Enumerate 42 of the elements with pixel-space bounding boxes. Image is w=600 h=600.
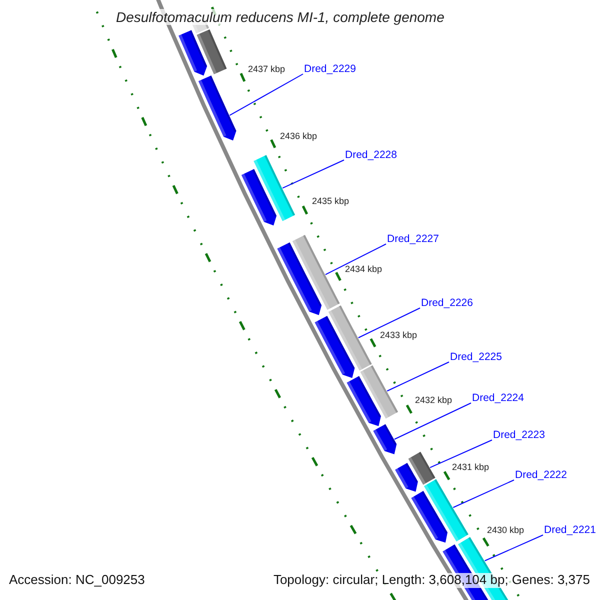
position-label: 2437 kbp [248, 64, 286, 74]
gene-block [408, 452, 436, 485]
gene-feature [395, 462, 418, 492]
leader-line [430, 440, 492, 468]
gene-label: Dred_2224 [472, 392, 524, 404]
position-label: 2435 kbp [312, 196, 350, 206]
gene-label: Dred_2221 [544, 524, 596, 536]
gene-block [196, 29, 227, 74]
gene-feature [314, 316, 355, 378]
position-label: 2436 kbp [280, 131, 318, 142]
gene-feature [241, 168, 277, 226]
gene-label: Dred_2229 [304, 63, 356, 76]
gene-block [360, 365, 398, 419]
gene-label: Dred_2223 [493, 429, 545, 442]
leader-line [325, 244, 386, 276]
position-label: 2431 kbp [452, 462, 490, 472]
leader-line [282, 160, 344, 189]
gene-block [254, 155, 296, 222]
leader-line [484, 534, 544, 562]
gene-feature [198, 75, 236, 141]
position-label: 2432 kbp [415, 395, 452, 406]
gene-feature [346, 376, 381, 426]
gene-label: Dred_2222 [515, 469, 567, 482]
gene-block [328, 305, 372, 371]
position-label: 2430 kbp [487, 525, 524, 536]
leader-line [386, 362, 450, 392]
gene-label: Dred_2227 [387, 233, 439, 246]
leader-line [394, 402, 472, 440]
gene-block [292, 234, 340, 310]
leader-line [358, 308, 420, 338]
gene-feature [411, 490, 448, 543]
leader-line [229, 74, 304, 116]
position-label: 2434 kbp [345, 264, 382, 274]
gene-block [424, 479, 468, 542]
gene-feature [178, 30, 208, 76]
gene-label: Dred_2228 [345, 149, 397, 162]
position-label: 2433 kbp [380, 330, 418, 340]
gene-feature [277, 242, 322, 316]
gene-feature [373, 424, 397, 454]
leader-line [452, 480, 514, 508]
gene-label: Dred_2225 [450, 351, 502, 364]
gene-label: Dred_2226 [421, 297, 473, 310]
